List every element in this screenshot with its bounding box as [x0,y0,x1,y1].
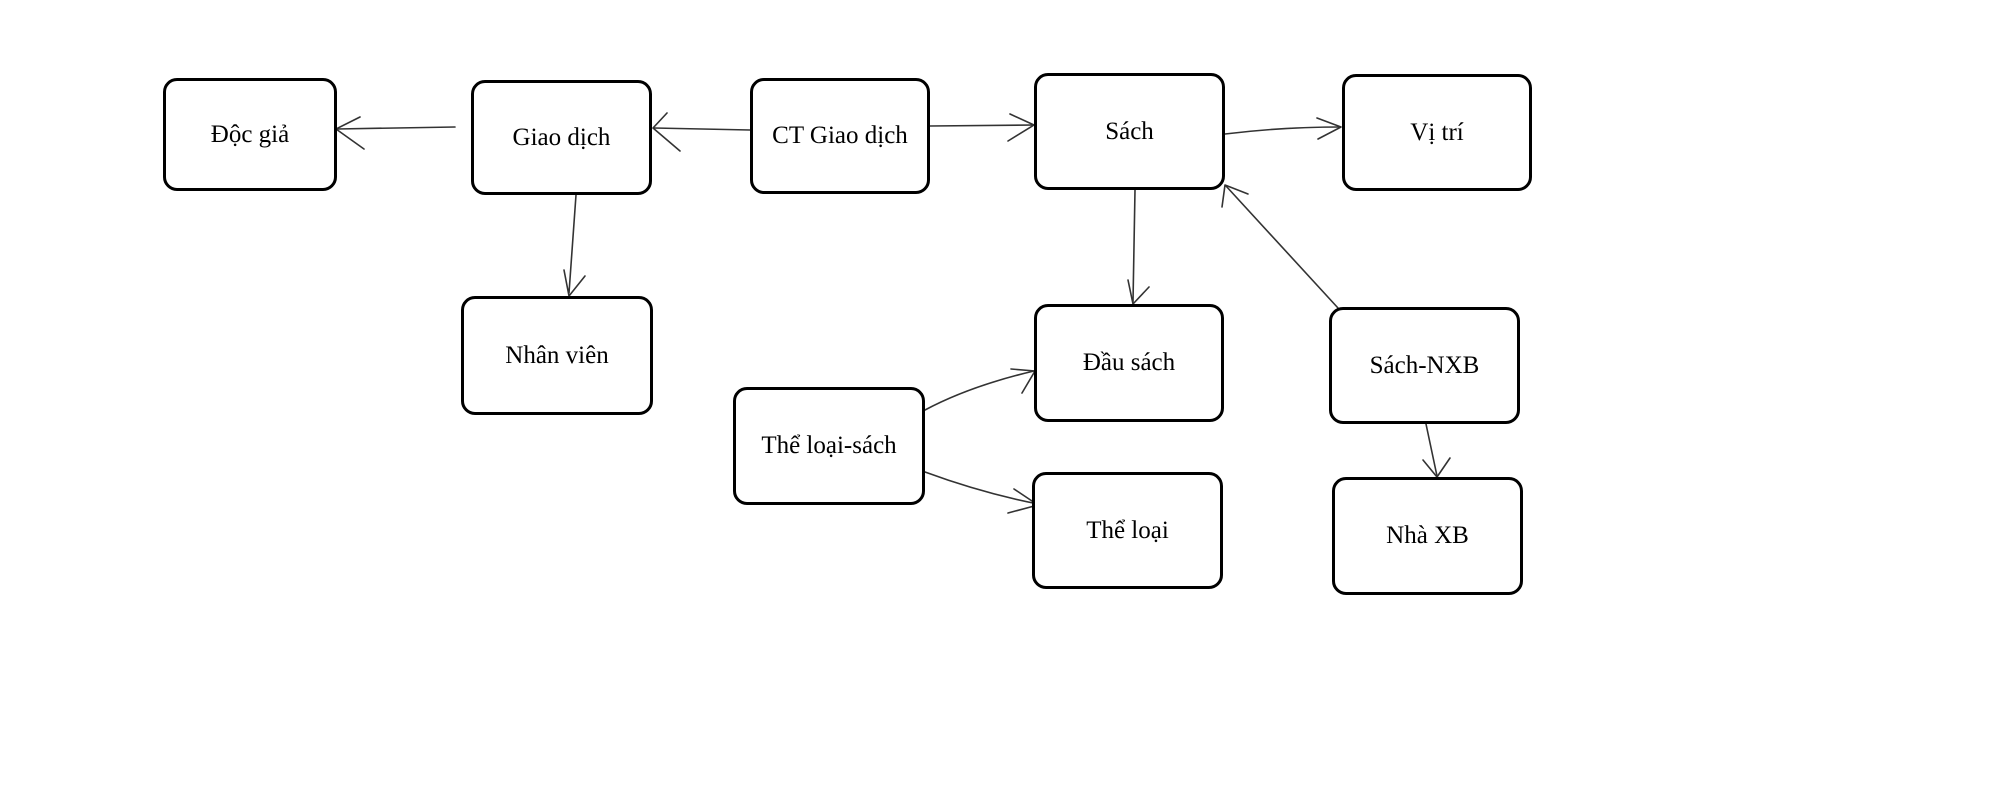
edge-sach-to-dau-sach [1132,189,1136,303]
edge-ct-giao-dich-to-giao-dich [653,127,751,131]
arrowhead-dau-sach-from-the-loai-sach [1010,368,1036,394]
node-label-dau-sach: Đầu sách [1082,349,1176,376]
arrowhead-nhan-vien [563,269,586,297]
arrowhead-dau-sach-from-sach [1127,279,1150,305]
arrowhead-giao-dich [652,112,681,152]
node-label-vi-tri: Vị trí [1410,118,1464,146]
arrowhead-sach [1007,113,1035,142]
arrowhead-nha-xb [1422,457,1451,478]
node-sach-nxb: Sách-NXB [1329,307,1520,424]
node-label-ct-giao-dich: CT Giao dịch [772,122,908,149]
node-sach: Sách [1034,73,1225,190]
node-label-nha-xb: Nhà XB [1386,522,1469,549]
node-nhan-vien: Nhân viên [461,296,653,415]
node-the-loai: Thể loại [1032,472,1223,589]
node-label-nhan-vien: Nhân viên [505,341,609,369]
edge-sach-to-vi-tri [1224,126,1341,135]
node-vi-tri: Vị trí [1342,74,1532,191]
edge-the-loai-sach-to-dau-sach [924,370,1035,411]
node-label-doc-gia: Độc giả [210,120,290,148]
node-the-loai-sach: Thể loại-sách [733,387,925,505]
edge-sach-nxb-to-sach [1225,185,1339,309]
node-label-sach-nxb: Sách-NXB [1369,351,1480,379]
node-dau-sach: Đầu sách [1034,304,1224,422]
edge-giao-dich-to-nhan-vien [568,194,577,294]
edge-sach-nxb-to-nha-xb [1425,423,1438,477]
node-nha-xb: Nhà XB [1332,477,1523,595]
edge-ct-giao-dich-to-sach [929,124,1035,127]
edge-the-loai-sach-to-the-loai [924,471,1039,505]
node-label-the-loai: Thể loại [1086,516,1169,544]
node-doc-gia: Độc giả [163,78,337,191]
node-label-giao-dich: Giao dịch [512,123,611,151]
node-giao-dich: Giao dịch [471,80,652,195]
node-label-the-loai-sach: Thể loại-sách [761,432,897,459]
arrowhead-doc-gia [335,116,365,150]
arrowhead-vi-tri [1316,117,1342,140]
node-ct-giao-dich: CT Giao dịch [750,78,930,194]
arrowhead-sach-from-sach-nxb [1221,184,1249,208]
node-label-sach: Sách [1105,117,1154,145]
edge-giao-dich-to-doc-gia [336,126,456,130]
